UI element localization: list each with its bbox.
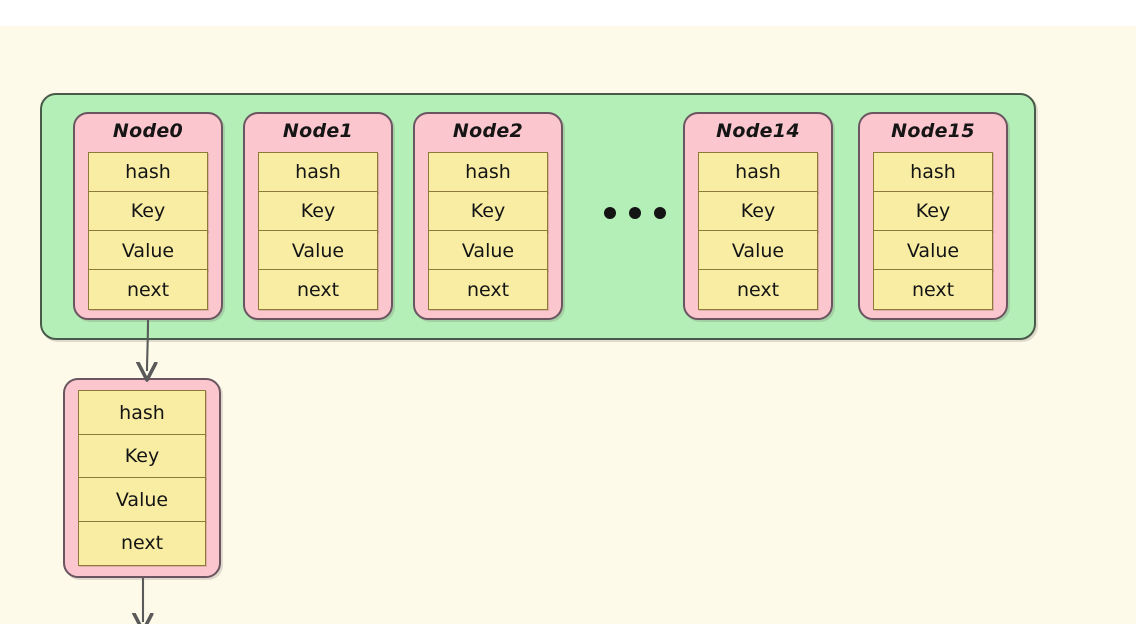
- node-field-value: Value: [258, 230, 378, 271]
- node-field-hash: hash: [698, 152, 818, 193]
- node-field-next: next: [428, 269, 548, 310]
- node-card-14[interactable]: Node14 hash Key Value next: [683, 112, 833, 320]
- node-field-key: Key: [873, 191, 993, 232]
- node-title-2: Node2: [452, 120, 524, 142]
- node-field-key: Key: [428, 191, 548, 232]
- ellipsis-dot: [654, 207, 666, 219]
- node-field-value: Value: [428, 230, 548, 271]
- node-title-15: Node15: [891, 120, 975, 142]
- node-fields-15: hash Key Value next: [873, 152, 993, 310]
- node-fields-1: hash Key Value next: [258, 152, 378, 310]
- node-field-value: Value: [88, 230, 208, 271]
- node-field-next: next: [873, 269, 993, 310]
- node-field-next: next: [698, 269, 818, 310]
- node-field-key: Key: [78, 433, 206, 479]
- node-field-key: Key: [258, 191, 378, 232]
- node-field-next: next: [78, 520, 206, 566]
- node-fields-14: hash Key Value next: [698, 152, 818, 310]
- node-field-hash: hash: [88, 152, 208, 193]
- node-field-next: next: [258, 269, 378, 310]
- node-field-value: Value: [698, 230, 818, 271]
- node-field-key: Key: [698, 191, 818, 232]
- top-white-band: [0, 0, 1136, 26]
- node-field-hash: hash: [78, 390, 206, 436]
- chained-node-fields: hash Key Value next: [78, 390, 206, 566]
- ellipsis-dot: [604, 207, 616, 219]
- ellipsis-dot: [629, 207, 641, 219]
- node-title-14: Node14: [716, 120, 800, 142]
- node-field-next: next: [88, 269, 208, 310]
- chained-node-card[interactable]: hash Key Value next: [63, 378, 221, 578]
- node-field-key: Key: [88, 191, 208, 232]
- node-field-hash: hash: [873, 152, 993, 193]
- node-field-value: Value: [873, 230, 993, 271]
- node-field-hash: hash: [428, 152, 548, 193]
- node-card-2[interactable]: Node2 hash Key Value next: [413, 112, 563, 320]
- ellipsis-indicator: [604, 202, 666, 224]
- node-title-1: Node1: [282, 120, 354, 142]
- node-card-0[interactable]: Node0 hash Key Value next: [73, 112, 223, 320]
- node-card-1[interactable]: Node1 hash Key Value next: [243, 112, 393, 320]
- node-fields-0: hash Key Value next: [88, 152, 208, 310]
- node-field-value: Value: [78, 477, 206, 523]
- node-fields-2: hash Key Value next: [428, 152, 548, 310]
- node-title-0: Node0: [112, 120, 184, 142]
- node-field-hash: hash: [258, 152, 378, 193]
- node-card-15[interactable]: Node15 hash Key Value next: [858, 112, 1008, 320]
